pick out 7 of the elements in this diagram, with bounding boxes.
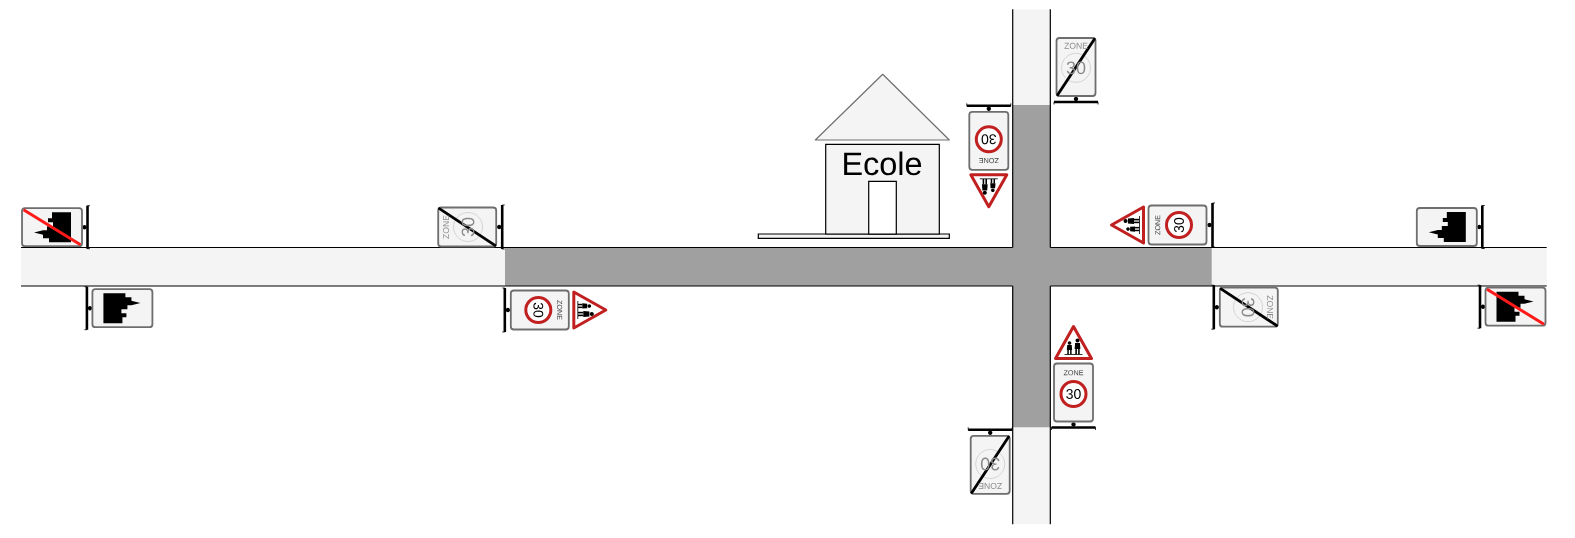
town-sign: [1484, 286, 1547, 327]
town-sign: [1415, 207, 1478, 247]
town-sign: [21, 207, 83, 248]
zone-end-sign: ZONE 30: [1218, 286, 1279, 328]
zone-end-sign: ZONE 30: [969, 434, 1011, 495]
zone-end-sign: ZONE 30: [437, 206, 498, 248]
town-sign: [91, 288, 154, 329]
